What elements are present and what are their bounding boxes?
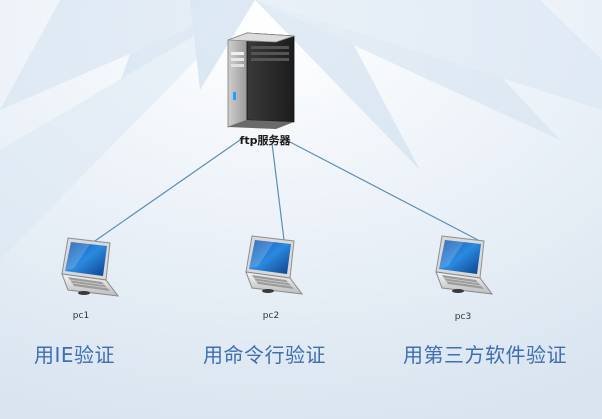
pc3-label: pc3 bbox=[454, 312, 472, 322]
pc3-caption: 用第三方软件验证 bbox=[403, 343, 567, 367]
link-server-pc2 bbox=[271, 142, 285, 241]
background-rays bbox=[0, 0, 602, 260]
pc1-label: pc1 bbox=[72, 311, 90, 321]
server-label: ftp服务器 bbox=[239, 134, 291, 147]
pc2-caption: 用命令行验证 bbox=[203, 343, 326, 367]
link-server-pc1 bbox=[91, 139, 241, 244]
pc1-caption: 用IE验证 bbox=[34, 343, 116, 367]
pc2-label: pc2 bbox=[262, 311, 280, 321]
server-tower-icon bbox=[227, 32, 295, 129]
link-server-pc3 bbox=[289, 141, 479, 241]
connection-links bbox=[91, 139, 479, 244]
